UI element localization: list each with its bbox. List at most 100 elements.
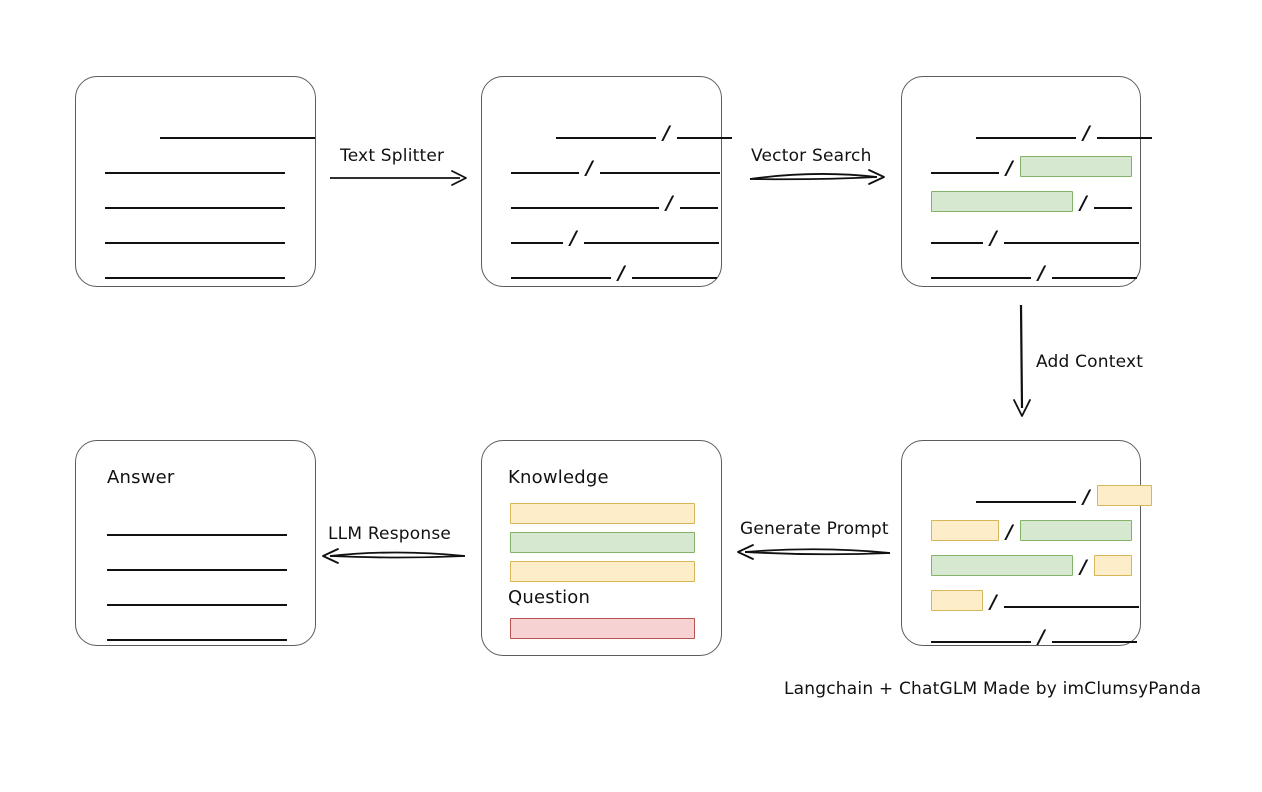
edge-label-text-splitter: Text Splitter bbox=[340, 146, 445, 166]
text-line-row: / bbox=[931, 588, 1139, 613]
highlight-chip-green bbox=[1019, 156, 1132, 177]
text-underline bbox=[976, 137, 1076, 139]
context-chunks-lines: / / / / / bbox=[902, 441, 1152, 648]
text-line-row: / bbox=[511, 224, 719, 248]
text-line-row: / bbox=[931, 623, 1137, 648]
arrow-generate-prompt bbox=[737, 544, 891, 560]
highlight-chip-yellow bbox=[931, 590, 983, 611]
text-line-row bbox=[105, 259, 285, 279]
text-line-row: / bbox=[931, 224, 1139, 249]
text-underline bbox=[1051, 277, 1137, 279]
text-line-row: / bbox=[511, 189, 718, 214]
highlight-chip-yellow bbox=[1093, 555, 1132, 576]
text-underline bbox=[107, 569, 287, 571]
text-underline bbox=[1003, 242, 1139, 244]
arrow-text-splitter bbox=[330, 170, 467, 186]
box-generated-prompt[interactable]: Knowledge Question bbox=[481, 440, 722, 656]
split-chunks-lines: / / / / / bbox=[482, 77, 732, 286]
matched-chunks-lines: / / / / / bbox=[902, 77, 1152, 286]
arrow-vector-search bbox=[749, 169, 885, 185]
chunk-separator: / bbox=[1080, 556, 1087, 578]
text-line-row bbox=[105, 189, 285, 209]
text-underline bbox=[1003, 606, 1139, 608]
text-line-row: / bbox=[931, 154, 1132, 179]
text-underline bbox=[931, 641, 1031, 643]
question-label: Question bbox=[508, 587, 591, 608]
text-underline bbox=[107, 639, 287, 641]
text-underline bbox=[511, 207, 659, 209]
text-underline bbox=[511, 277, 611, 279]
highlight-chip-green bbox=[931, 191, 1073, 212]
text-line-row bbox=[107, 621, 287, 641]
text-line-row: / bbox=[931, 189, 1132, 214]
chunk-separator: / bbox=[586, 157, 593, 179]
edge-label-generate-prompt: Generate Prompt bbox=[740, 519, 889, 539]
text-underline bbox=[105, 172, 285, 174]
edge-label-llm-response: LLM Response bbox=[328, 524, 452, 544]
text-underline bbox=[107, 604, 287, 606]
knowledge-bar-2 bbox=[510, 532, 695, 553]
text-line-row bbox=[105, 224, 285, 244]
highlight-chip-yellow bbox=[1096, 485, 1152, 506]
chunk-separator: / bbox=[618, 262, 625, 284]
chunk-separator: / bbox=[1006, 157, 1013, 179]
text-underline bbox=[511, 242, 563, 244]
edge-label-vector-search: Vector Search bbox=[751, 146, 872, 166]
text-underline bbox=[676, 137, 732, 139]
text-underline bbox=[556, 137, 656, 139]
chunk-separator: / bbox=[1083, 486, 1090, 508]
chunk-separator: / bbox=[1083, 122, 1090, 144]
box-matched-chunks[interactable]: / / / / / bbox=[901, 76, 1152, 287]
text-underline bbox=[631, 277, 717, 279]
edge-label-add-context: Add Context bbox=[1036, 352, 1144, 372]
highlight-chip-green bbox=[1019, 520, 1132, 541]
chunk-separator: / bbox=[1038, 262, 1045, 284]
chunk-separator: / bbox=[663, 122, 670, 144]
source-document-lines bbox=[76, 77, 315, 286]
text-line-row: / bbox=[511, 259, 717, 284]
box-answer[interactable]: Answer bbox=[75, 440, 316, 646]
text-underline bbox=[583, 242, 719, 244]
knowledge-label: Knowledge bbox=[508, 467, 609, 488]
answer-label: Answer bbox=[107, 467, 175, 488]
text-line-row: / bbox=[931, 259, 1137, 284]
text-line-row: / bbox=[931, 553, 1132, 578]
text-underline bbox=[931, 277, 1031, 279]
text-underline bbox=[1093, 207, 1132, 209]
text-line-row bbox=[107, 551, 287, 571]
chunk-separator: / bbox=[990, 227, 997, 249]
text-underline bbox=[160, 137, 315, 139]
chunk-separator: / bbox=[990, 591, 997, 613]
box-split-chunks[interactable]: / / / / / bbox=[481, 76, 732, 287]
box-source-document[interactable] bbox=[75, 76, 316, 287]
chunk-separator: / bbox=[1080, 192, 1087, 214]
text-underline bbox=[107, 534, 287, 536]
text-line-row: / bbox=[511, 119, 732, 144]
chunk-separator: / bbox=[1006, 521, 1013, 543]
text-line-row: / bbox=[931, 518, 1132, 543]
answer-lines bbox=[76, 441, 315, 645]
text-underline bbox=[931, 172, 999, 174]
text-underline bbox=[105, 242, 285, 244]
text-underline bbox=[679, 207, 718, 209]
text-underline bbox=[1051, 641, 1137, 643]
box-context-chunks[interactable]: / / / / / bbox=[901, 440, 1152, 648]
text-line-row: / bbox=[931, 119, 1152, 144]
text-underline bbox=[976, 501, 1076, 503]
chunk-separator: / bbox=[1038, 626, 1045, 648]
question-bar-1 bbox=[510, 618, 695, 639]
text-underline bbox=[599, 172, 720, 174]
knowledge-bar-1 bbox=[510, 503, 695, 524]
highlight-chip-yellow bbox=[931, 520, 999, 541]
chunk-separator: / bbox=[666, 192, 673, 214]
highlight-chip-green bbox=[931, 555, 1073, 576]
knowledge-bar-3 bbox=[510, 561, 695, 582]
text-underline bbox=[1096, 137, 1152, 139]
text-line-row bbox=[105, 119, 315, 139]
text-underline bbox=[931, 242, 983, 244]
credit-text: Langchain + ChatGLM Made by imClumsyPand… bbox=[784, 679, 1202, 699]
text-underline bbox=[511, 172, 579, 174]
text-underline bbox=[105, 207, 285, 209]
text-line-row bbox=[107, 586, 287, 606]
